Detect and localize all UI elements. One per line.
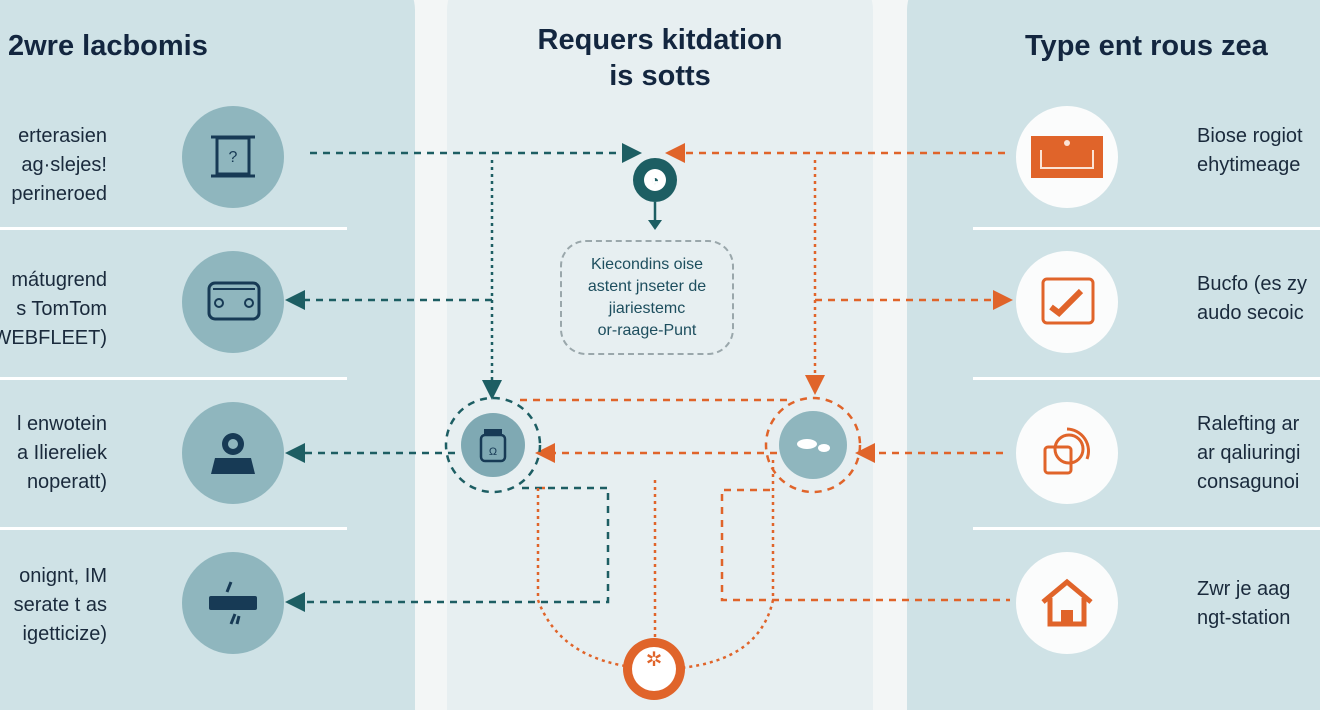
divider: [0, 527, 347, 530]
monitor-question-icon: ?: [182, 106, 284, 208]
text-line: ehytimeage: [1197, 154, 1301, 176]
text-line: Zwr je aag: [1197, 578, 1291, 600]
left-column-title: 2wre lacbomis: [8, 30, 208, 62]
text-line: astent jnseter de: [587, 277, 707, 295]
divider: [973, 377, 1320, 380]
gear-icon: ✲: [632, 647, 676, 691]
right-item-1-text: Biose rogiot ehytimeage: [1197, 122, 1303, 180]
left-item-1-text: erterasien ag·slejes! perineroed: [11, 122, 107, 209]
text-line: perineroed: [11, 183, 107, 205]
checkbox-pen-icon: [1016, 251, 1118, 353]
right-item-2-text: Bucfo (es zy audo secoic: [1197, 270, 1307, 328]
divider: [0, 377, 347, 380]
refresh-shapes-icon: [1016, 402, 1118, 504]
center-title-line1: Requers kitdation: [537, 24, 783, 56]
center-panel: [447, 0, 873, 710]
orange-connector: [536, 486, 641, 670]
link-icon: [797, 439, 830, 452]
divider: [0, 227, 347, 230]
text-line: audo secoic: [1197, 302, 1304, 324]
text-line: Bucfo (es zy: [1197, 273, 1308, 295]
orange-connector: [720, 488, 1010, 602]
connector-lines: [285, 143, 1013, 670]
right-item-4-text: Zwr je aag ngt-station: [1197, 575, 1290, 633]
central-hub-node: ◔: [633, 158, 677, 202]
right-column-title: Type ent rous zea: [1025, 30, 1268, 62]
svg-text:?: ?: [229, 149, 238, 166]
text-line: jiariestemc: [608, 299, 686, 317]
text-line: erterasien: [18, 125, 107, 147]
text-line: mátugrend: [11, 269, 107, 291]
text-line: onignt, IM: [19, 565, 107, 587]
left-item-3-text: l enwotein a Iliereliek noperatt): [17, 410, 107, 497]
text-line: Biose rogiot: [1197, 125, 1303, 147]
svg-text:Ω: Ω: [489, 446, 497, 458]
home-icon: [1016, 552, 1118, 654]
text-line: Kiecondins oise: [590, 255, 704, 273]
clock-icon: ◔: [644, 169, 666, 191]
teal-connector: [285, 486, 610, 612]
text-line: s TomTom: [16, 298, 107, 320]
center-title-line2: is sotts: [609, 60, 711, 92]
user-icon: [182, 402, 284, 504]
center-info-box: Kiecondins oise astent jnseter de jiarie…: [560, 240, 734, 355]
center-column-title: Requers kitdation is sotts: [447, 22, 873, 94]
divider: [973, 227, 1320, 230]
right-item-3-text: Ralefting ar ar qaliuringi consagunoi: [1197, 410, 1300, 497]
text-line: serate t as: [13, 594, 107, 616]
text-line: consagunoi: [1197, 471, 1300, 493]
text-line: a Iliereliek: [16, 442, 107, 464]
orange-connector: [679, 460, 775, 670]
vehicle-device-icon: [182, 251, 284, 353]
text-line: igetticize): [22, 623, 107, 645]
broken-connector-icon: [182, 552, 284, 654]
left-item-4-text: onignt, IM serate t as igetticize): [14, 562, 107, 649]
divider: [973, 527, 1320, 530]
text-line: l enwotein: [16, 413, 107, 435]
text-line: or-raage-Punt: [597, 321, 697, 339]
text-line: ngt-station: [1197, 607, 1291, 629]
left-item-2-text: mátugrend s TomTom WEBFLEET): [0, 266, 107, 353]
bottom-hub-node: ✲: [623, 638, 685, 700]
storage-icon: Ω: [479, 429, 507, 463]
text-line: Ralefting ar: [1197, 413, 1300, 435]
cloud-link-node: [779, 411, 847, 479]
text-line: noperatt): [26, 471, 107, 493]
text-line: WEBFLEET): [0, 327, 107, 349]
text-line: ag·slejes!: [21, 154, 107, 176]
storage-device-node: Ω: [461, 413, 525, 477]
tray-icon: [1016, 106, 1118, 208]
text-line: ar qaliuringi: [1197, 442, 1301, 464]
